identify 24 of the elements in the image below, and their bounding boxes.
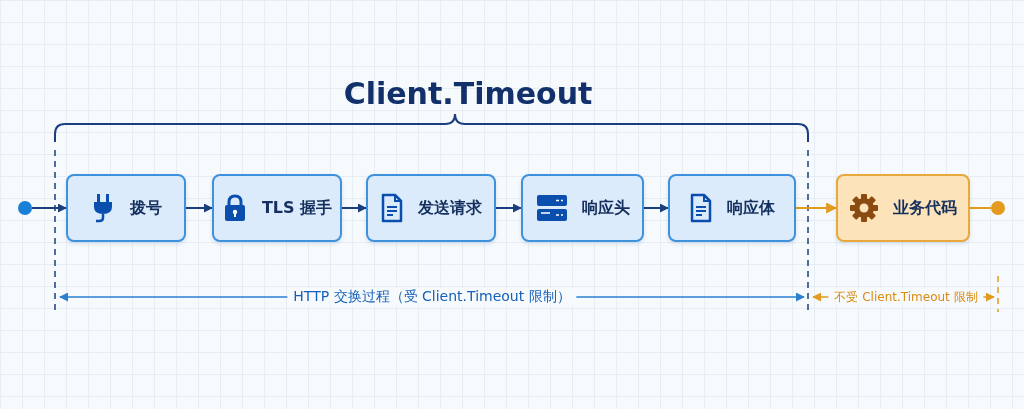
step-label: 拨号: [130, 197, 162, 219]
connector-line: [969, 207, 992, 209]
endpoint-dot: [991, 201, 1005, 215]
dimension-label: 不受 Client.Timeout 限制: [828, 288, 984, 306]
endpoint-dot: [18, 201, 32, 215]
dimension-label: HTTP 交换过程（受 Client.Timeout 限制）: [287, 288, 577, 306]
step-label: TLS 握手: [261, 197, 333, 219]
arrow: [341, 203, 367, 213]
step-label: 响应体: [727, 197, 775, 219]
title: Client.Timeout: [343, 75, 593, 111]
step-label: 发送请求: [418, 197, 482, 219]
step-label: 响应头: [581, 197, 630, 219]
process-box: [668, 174, 796, 242]
arrow: [185, 203, 213, 213]
arrow: [31, 203, 67, 213]
step-label: 业务代码: [893, 197, 957, 219]
process-box: [66, 174, 186, 242]
arrow: [495, 203, 522, 213]
process-box: [366, 174, 496, 242]
arrow: [795, 202, 838, 214]
process-box: [212, 174, 342, 242]
arrow: [643, 203, 669, 213]
process-box: [836, 174, 970, 242]
process-box: [521, 174, 644, 242]
